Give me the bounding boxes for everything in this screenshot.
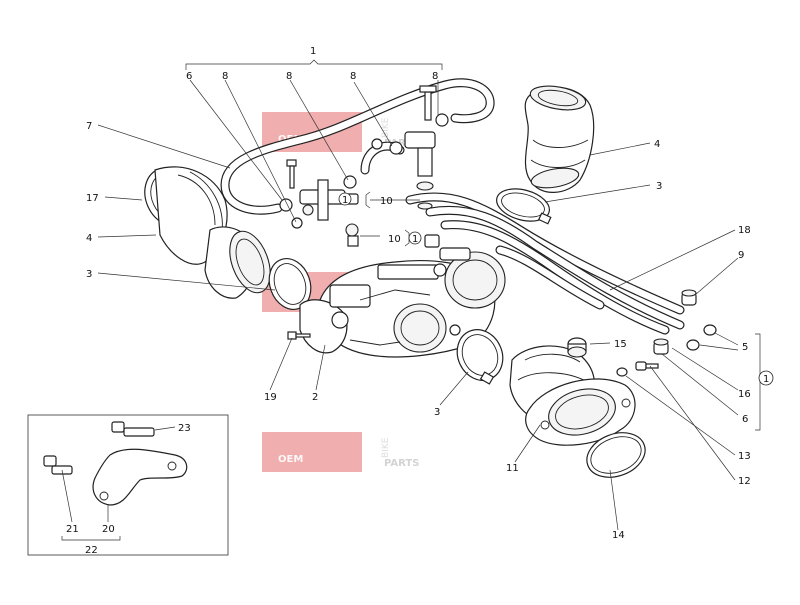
callout-11: 11	[506, 463, 519, 474]
t-fitting-left	[299, 179, 359, 247]
callout-9: 9	[738, 250, 744, 261]
screw-upper-left	[286, 159, 297, 189]
callout-18: 18	[738, 225, 751, 236]
callout-8c: 8	[350, 71, 356, 82]
callout-21: 21	[66, 524, 79, 535]
short-hose-lower-right	[495, 245, 605, 310]
intake-manifold-left-4	[204, 226, 271, 299]
callout-3b: 3	[86, 269, 92, 280]
callout-4a: 4	[654, 139, 660, 150]
inset-box	[27, 414, 229, 556]
intake-flange-11	[509, 345, 636, 446]
injector-upper	[404, 85, 437, 210]
callout-6a: 6	[186, 71, 192, 82]
cap-16	[653, 338, 669, 355]
callout-23: 23	[178, 423, 191, 434]
callout-8b: 8	[286, 71, 292, 82]
circled-mark-10-upper: 1	[338, 192, 352, 206]
hose-clamp-3-left	[268, 258, 312, 310]
group-bracket-1	[185, 59, 443, 70]
circled-mark-right: 1	[758, 370, 774, 386]
nut-15	[567, 337, 587, 358]
watermark-top-bike: BIKE	[381, 117, 391, 138]
callout-15: 15	[614, 339, 627, 350]
callout-7: 7	[86, 121, 92, 132]
callout-17: 17	[86, 193, 99, 204]
clips-5-6	[686, 324, 717, 351]
vent-hose-18	[405, 192, 685, 335]
cap-9	[681, 289, 697, 306]
callout-labels: 1 6 8 8 8 8 7 4 3 17 4 3 10 10 18 9 5 16…	[66, 46, 751, 556]
callout-2: 2	[312, 392, 318, 403]
callout-20: 20	[102, 524, 115, 535]
o-ring-14	[586, 432, 646, 478]
watermark-bottom-bike: BIKE	[381, 437, 391, 458]
hose-clips-8	[279, 113, 449, 229]
watermark-bottom-oem: OEM	[278, 454, 303, 465]
washer-bolt-13-12	[616, 361, 659, 377]
vacuum-hose-7	[220, 78, 495, 215]
watermark-bottom: OEM BIKE PARTS	[262, 432, 419, 472]
callout-16: 16	[738, 389, 751, 400]
svg-text:1: 1	[342, 195, 348, 206]
callout-14: 14	[612, 530, 625, 541]
callout-10b: 10	[388, 234, 401, 245]
callout-22: 22	[85, 545, 98, 556]
callout-12: 12	[738, 476, 751, 487]
callout-13: 13	[738, 451, 751, 462]
svg-text:1: 1	[412, 234, 418, 245]
intake-manifold-right	[524, 85, 595, 193]
callout-10a: 10	[380, 196, 393, 207]
hose-clamp-3-upper	[496, 188, 552, 225]
svg-text:1: 1	[763, 374, 769, 385]
watermark-bottom-box	[262, 432, 362, 472]
callout-8d: 8	[432, 71, 438, 82]
screw-19	[287, 331, 311, 340]
callout-3c: 3	[434, 407, 440, 418]
watermark-bottom-parts: PARTS	[384, 458, 419, 469]
callout-1: 1	[310, 46, 316, 57]
callout-8a: 8	[222, 71, 228, 82]
watermark-top-parts: PARTS	[384, 138, 419, 149]
callout-3a: 3	[656, 181, 662, 192]
throttle-body-2	[299, 234, 506, 358]
leader-lines	[61, 79, 766, 541]
callout-5: 5	[742, 342, 748, 353]
callout-6b: 6	[742, 414, 748, 425]
hose-clamp-3-lower	[456, 329, 504, 385]
brace-10-lower	[404, 229, 410, 247]
callout-4b: 4	[86, 233, 92, 244]
callout-19: 19	[264, 392, 277, 403]
brace-10-upper	[365, 191, 371, 209]
circled-mark-10-lower: 1	[408, 231, 422, 245]
